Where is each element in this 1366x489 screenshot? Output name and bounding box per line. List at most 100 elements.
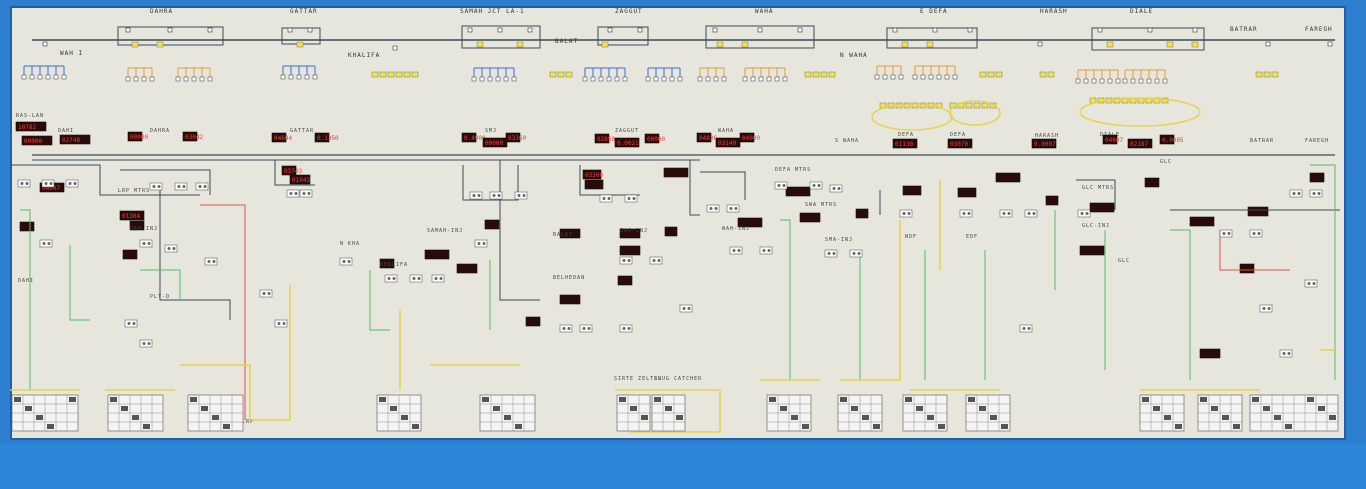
meter-station [706, 204, 720, 213]
meter-station [286, 189, 300, 198]
meter-dot [714, 207, 718, 210]
valve-icon [661, 76, 667, 82]
pipe-line [369, 270, 390, 331]
meter-dot [1080, 212, 1084, 215]
indicator-lamp-icon [812, 71, 820, 78]
meter-dot [902, 212, 906, 215]
annunciator-cell [780, 406, 787, 411]
counter-display-value: 04836 [699, 135, 717, 142]
indicator-lamp-icon [557, 71, 565, 78]
meter-dot [817, 184, 821, 187]
valve-icon [742, 76, 748, 82]
meter-icon [39, 239, 53, 248]
meter-icon [299, 189, 313, 198]
counter-display-value: 03360 [508, 135, 526, 142]
meter-dot [472, 194, 476, 197]
meter-dot [627, 197, 631, 200]
meter-dot [1227, 232, 1231, 235]
station-label-lower: BALAT [553, 232, 573, 238]
indicator-lamp-icon [911, 102, 919, 109]
meter-dot [582, 327, 586, 330]
meter-icon [139, 239, 153, 248]
station-label-middle: ZAGGUT [615, 128, 639, 134]
counter-display-value: 0.0021 [617, 140, 639, 147]
manifold-box [886, 27, 978, 49]
valve-icon [874, 74, 880, 80]
pipe-line [140, 269, 181, 300]
annunciator-cell [802, 424, 809, 429]
valve-icon [766, 76, 772, 82]
well-rack-dahra-a [125, 67, 155, 82]
meter-icon [514, 191, 528, 200]
station-label-middle: DEFA [950, 132, 966, 138]
annunciator-cell [212, 415, 219, 420]
annunciator-cell [190, 397, 197, 402]
counter-display-body [559, 294, 581, 305]
valve-icon [1138, 78, 1144, 84]
annunciator-cell [619, 397, 626, 402]
station-label-top: DAHRA [150, 8, 173, 15]
meter-station [599, 194, 613, 203]
meter-icon [431, 274, 445, 283]
well-rack-waha-b [742, 67, 788, 82]
meter-station [299, 189, 313, 198]
indicator-lamp-icon [987, 71, 995, 78]
meter-dot [294, 192, 298, 195]
annunciator-cell [1285, 424, 1292, 429]
counter-display-body [59, 134, 91, 145]
meter-dot [1002, 212, 1006, 215]
counter-display: 0.0007 [1031, 138, 1057, 149]
valve-icon [920, 74, 926, 80]
counter-display: 10782 [15, 121, 47, 132]
annunciator-cell [630, 406, 637, 411]
well-rack-diale-a [1075, 69, 1121, 84]
indicator-lamp-icon [1191, 41, 1199, 48]
meter-station [41, 179, 55, 188]
counter-display-body [379, 258, 395, 269]
meter-icon [649, 256, 663, 265]
pipe-line [615, 389, 721, 433]
valve-icon [467, 27, 473, 33]
valve-icon [757, 27, 763, 33]
meter-station [824, 249, 838, 258]
valve-icon [645, 76, 651, 82]
indicator-lamp-icon [981, 102, 989, 109]
counter-display [456, 263, 478, 274]
counter-display: 03070 [947, 138, 973, 149]
meter-dot [837, 187, 841, 190]
station-label-upper: FAREGH [1305, 26, 1333, 33]
meter-station [195, 182, 209, 191]
meter-station [849, 249, 863, 258]
pipe-line [69, 245, 90, 321]
pipe-line [780, 219, 791, 380]
station-label-top: WAHA [755, 8, 773, 15]
valve-icon [912, 74, 918, 80]
counter-display [737, 217, 763, 228]
meter-icon [259, 289, 273, 298]
meter-icon [1309, 189, 1323, 198]
valve-icon [307, 27, 313, 33]
counter-display: 0.0005 [1159, 134, 1184, 145]
valve-icon [175, 76, 181, 82]
well-rack-defa-b [912, 65, 958, 80]
valve-icon [898, 74, 904, 80]
station-label-middle: SMJ [485, 128, 497, 134]
annunciator-cell [132, 415, 139, 420]
valve-icon [606, 76, 612, 82]
counter-display: 04007 [1102, 134, 1123, 145]
station-label-lower: BELHEDAN [553, 275, 585, 281]
counter-display-value: 01043 [292, 177, 310, 184]
meter-dot [857, 252, 861, 255]
well-rack-wah-i [21, 65, 67, 80]
counter-display: 0.0021 [614, 137, 640, 148]
indicator-lamp-icon [973, 102, 981, 109]
indicator-lamp-icon [901, 41, 909, 48]
annunciator-cell [676, 415, 683, 420]
counter-display: 03140 [715, 137, 741, 148]
annunciator-cell [412, 424, 419, 429]
meter-icon [409, 274, 423, 283]
meter-dot [477, 194, 481, 197]
meter-icon [384, 274, 398, 283]
meter-dot [20, 182, 24, 185]
